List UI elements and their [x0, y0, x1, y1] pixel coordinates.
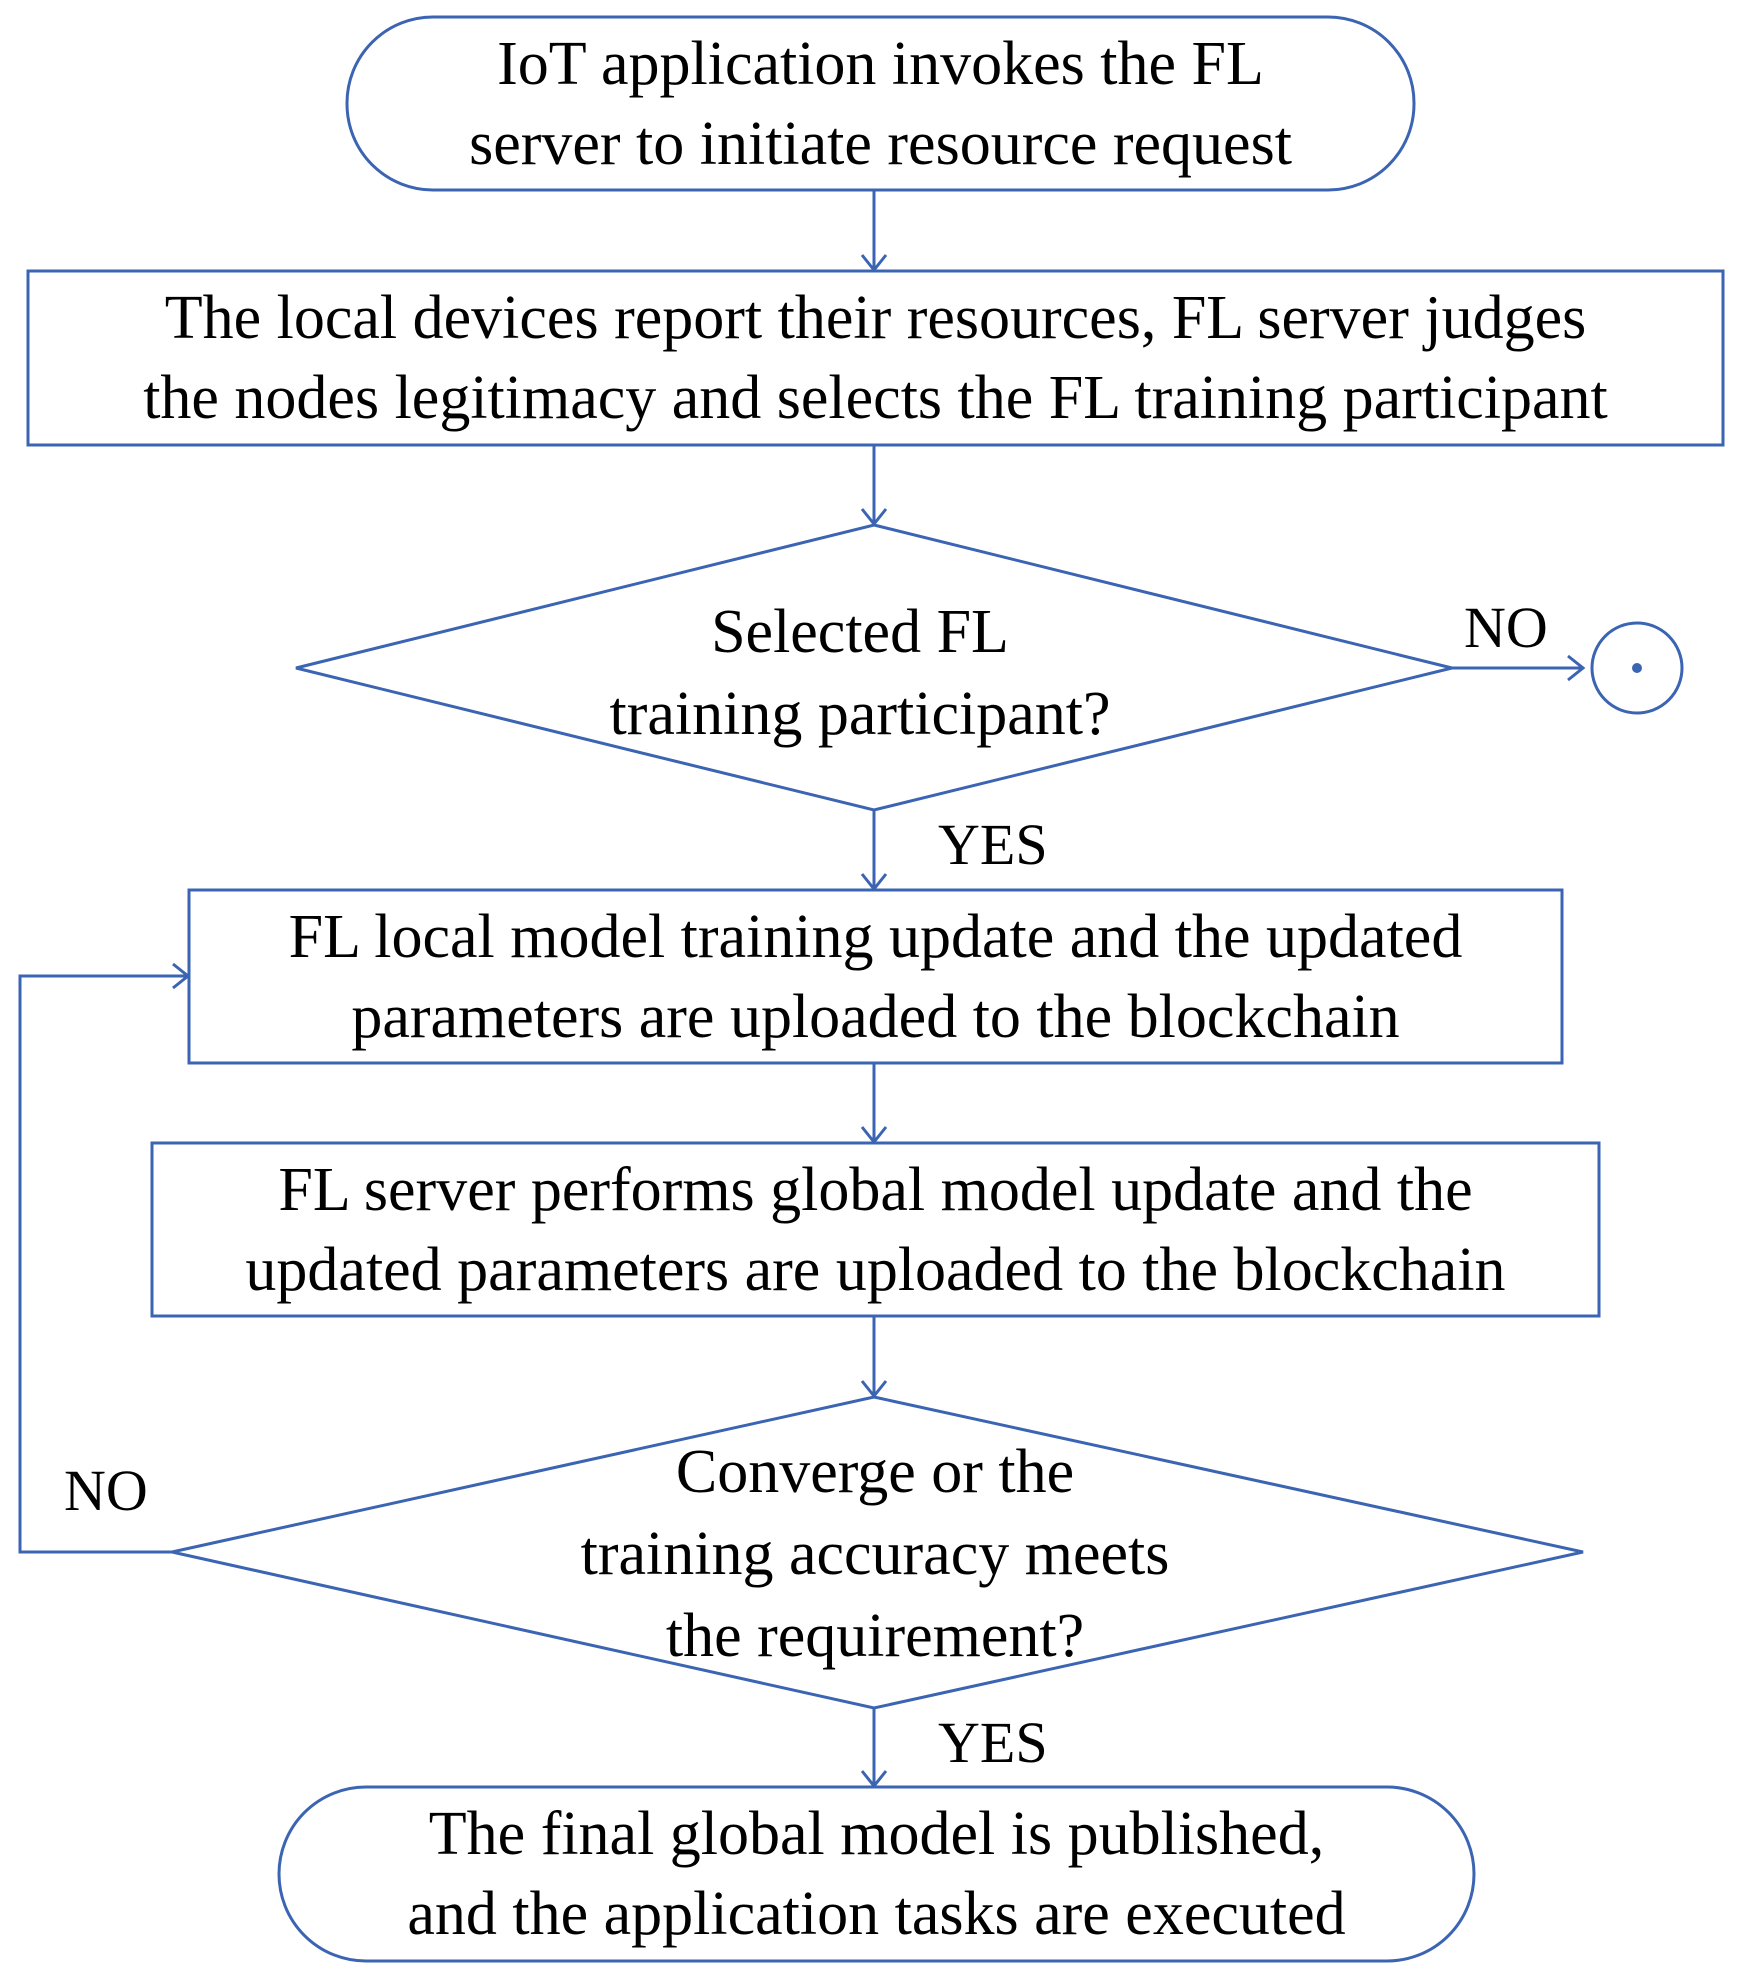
report-node-text: The local devices report their resources…	[28, 278, 1723, 438]
decision2-node-line: Converge or the	[675, 1438, 1075, 1506]
connector-report-to-decision1	[860, 445, 888, 527]
local-train-node-text: FL local model training update and the u…	[189, 897, 1562, 1057]
report-node-line: the nodes legitimacy and selects the FL …	[143, 364, 1608, 432]
end-node-line: and the application tasks are executed	[407, 1880, 1346, 1948]
decision2-no-label: NO	[64, 1458, 148, 1523]
connector-decision1-yes-to-local-train	[860, 810, 888, 892]
decision2-node-text: Converge or the training accuracy meets …	[475, 1431, 1275, 1677]
endpoint-circle-icon	[1590, 621, 1684, 715]
connector-decision2-no-loop-to-local-train	[18, 962, 191, 1554]
start-node-line: IoT application invokes the FL	[497, 30, 1264, 98]
local-train-node-line: parameters are uploaded to the blockchai…	[351, 983, 1400, 1051]
global-update-node-line: updated parameters are uploaded to the b…	[245, 1236, 1506, 1304]
connector-local-train-to-global-update	[860, 1063, 888, 1145]
global-update-process-shape	[150, 1141, 1601, 1318]
end-node-line: The final global model is published,	[428, 1800, 1325, 1868]
decision1-no-label: NO	[1464, 595, 1548, 660]
connector-decision1-no-to-endpoint	[1452, 654, 1586, 682]
start-node-line: server to initiate resource request	[469, 110, 1292, 178]
global-update-node-text: FL server performs global model update a…	[152, 1150, 1599, 1310]
decision1-yes-label: YES	[938, 812, 1048, 877]
decision2-node-line: training accuracy meets	[580, 1520, 1170, 1588]
end-terminator-shape	[277, 1785, 1476, 1963]
decision1-node-text: Selected FL training participant?	[500, 591, 1220, 755]
start-node-text: IoT application invokes the FL server to…	[347, 24, 1414, 184]
local-train-node-line: FL local model training update and the u…	[288, 903, 1463, 971]
report-process-shape	[26, 269, 1725, 447]
connector-decision2-yes-to-end	[860, 1708, 888, 1789]
connector-global-update-to-decision2	[860, 1316, 888, 1399]
decision2-node-line: the requirement?	[665, 1602, 1085, 1670]
global-update-node-line: FL server performs global model update a…	[278, 1156, 1473, 1224]
decision2-yes-label: YES	[938, 1710, 1048, 1775]
end-node-text: The final global model is published, and…	[279, 1794, 1474, 1954]
connector-start-to-report	[860, 190, 888, 273]
decision1-node-line: training participant?	[609, 680, 1111, 748]
report-node-line: The local devices report their resources…	[164, 284, 1587, 352]
decision1-node-line: Selected FL	[711, 598, 1009, 666]
start-terminator-shape	[345, 15, 1416, 192]
